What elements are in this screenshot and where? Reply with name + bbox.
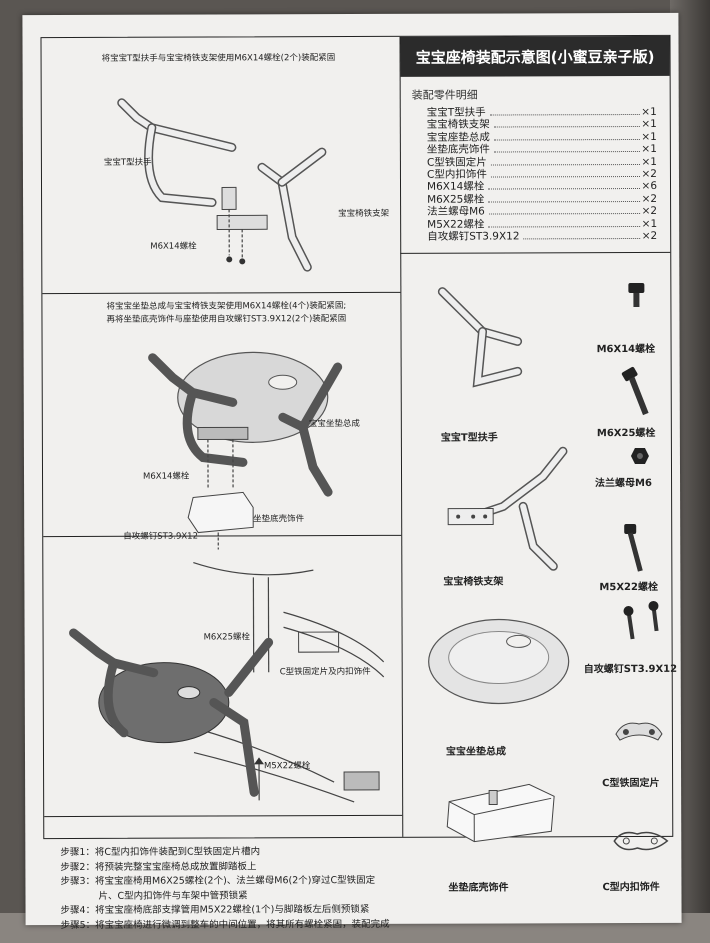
bracket-label: 宝宝椅铁支架 [443, 576, 504, 588]
m5x22-label: M5X22螺栓 [599, 581, 658, 594]
panel1-frame-label: 宝宝椅铁支架 [338, 208, 390, 220]
panel2-note-line2: 再将坐垫底壳饰件与座垫使用自攻螺钉ST3.9X12(2个)装配紧固 [106, 314, 347, 325]
list-item: M6X25螺栓×2 [427, 192, 658, 206]
step-4: 步骤4：将宝宝座椅底部支撑管用M5X22螺栓(1个)与脚踏板左后侧预锁紧 [60, 903, 370, 917]
panel3-bolt22-label: M5X22螺栓 [264, 761, 311, 772]
list-item: C型内扣饰件×2 [426, 167, 657, 181]
page-title: 宝宝座椅装配示意图(小蜜豆亲子版) [400, 35, 670, 77]
seat-drawing [428, 618, 570, 705]
panel1-handle-label: 宝宝T型扶手 [103, 157, 152, 168]
m6x25-bolt-drawing [621, 366, 649, 416]
m6x25-label: M6X25螺栓 [596, 427, 656, 440]
panel2-bolt-label: M6X14螺栓 [143, 471, 190, 482]
diagram-frame: 宝宝座椅装配示意图(小蜜豆亲子版) 装配零件明细 宝宝T型扶手×1 宝宝椅铁支架… [40, 34, 677, 931]
list-item: M5X22螺栓×1 [427, 217, 658, 231]
screw-drawing [623, 600, 659, 640]
panel2-screw-label: 自攻螺钉ST3.9X12 [123, 531, 199, 542]
screw-label: 自攻螺钉ST3.9X12 [583, 663, 678, 676]
nut-drawing [630, 447, 649, 465]
list-item: 宝宝椅铁支架×1 [426, 118, 657, 132]
step-2: 步骤2：将预装完整宝宝座椅总成放置脚踏板上 [60, 860, 257, 873]
inner-clip-drawing [613, 831, 669, 851]
assembly-steps: 步骤1：将C型内扣饰件装配到C型铁固定片槽内 步骤2：将预装完整宝宝座椅总成放置… [60, 845, 389, 933]
step-3-cont: 片、C型内扣饰件与车架中管预锁紧 [60, 889, 248, 902]
step-3: 步骤3：将宝宝座椅用M6X25螺栓(2个)、法兰螺母M6(2个)穿过C型铁固定 [60, 874, 376, 888]
clamp-drawing [615, 722, 663, 741]
divider-panel1 [42, 291, 401, 295]
panel3-bolt25-label: M6X25螺栓 [203, 632, 250, 643]
instruction-sheet: 宝宝座椅装配示意图(小蜜豆亲子版) 装配零件明细 宝宝T型扶手×1 宝宝椅铁支架… [22, 12, 682, 931]
panel2-assembly-drawing [148, 351, 343, 550]
shell-drawing [446, 783, 555, 843]
shell-label: 坐垫底壳饰件 [448, 882, 509, 894]
panel2-seat-label: 宝宝坐垫总成 [308, 418, 360, 430]
panel2-note-line1: 将宝宝坐垫总成与宝宝椅铁支架使用M6X14螺栓(4个)装配紧固; [106, 301, 347, 312]
nut-label: 法兰螺母M6 [595, 477, 652, 490]
list-item: 坐垫底壳饰件×1 [426, 143, 657, 156]
parts-heading: 装配零件明细 [411, 88, 478, 102]
panel3-install-drawing [69, 561, 385, 803]
bracket-drawing [447, 446, 568, 571]
handle-drawing [437, 287, 523, 388]
panel1-bolt-label: M6X14螺栓 [150, 241, 197, 252]
panel2-shell-label: 坐垫底壳饰件 [253, 514, 305, 525]
list-item: M6X14螺栓×6 [426, 180, 658, 194]
step-1: 步骤1：将C型内扣饰件装配到C型铁固定片槽内 [60, 846, 261, 859]
panel1-note: 将宝宝T型扶手与宝宝椅铁支架使用M6X14螺栓(2个)装配紧固 [101, 53, 336, 64]
m6x14-label: M6X14螺栓 [596, 343, 656, 356]
list-item: 自攻螺钉ST3.9X12×2 [427, 229, 658, 243]
vertical-divider [399, 36, 404, 837]
panel3-clamp-label: C型铁固定片及内扣饰件 [279, 666, 371, 678]
list-item: C型铁固定片×1 [426, 155, 657, 169]
clamp-label: C型铁固定片 [602, 777, 660, 790]
panel1-assembly-drawing [117, 98, 327, 272]
m5x22-bolt-drawing [624, 524, 643, 572]
step-5: 步骤5：将宝宝座椅进行微调到整车的中间位置，将其所有螺栓紧固，装配完成 [60, 918, 390, 931]
list-item: 宝宝T型扶手×1 [426, 105, 657, 119]
parts-list: 宝宝T型扶手×1 宝宝椅铁支架×1 宝宝座垫总成×1 坐垫底壳饰件×1 C型铁固… [427, 106, 657, 243]
seat-label: 宝宝坐垫总成 [445, 746, 507, 758]
inner-clip-label: C型内扣饰件 [602, 881, 660, 894]
list-item: 法兰螺母M6×2 [427, 205, 658, 218]
list-item: 宝宝座垫总成×1 [426, 130, 657, 144]
m6x14-bolt-drawing [628, 282, 645, 308]
divider-panel3 [44, 814, 403, 818]
divider-parts [400, 251, 671, 254]
